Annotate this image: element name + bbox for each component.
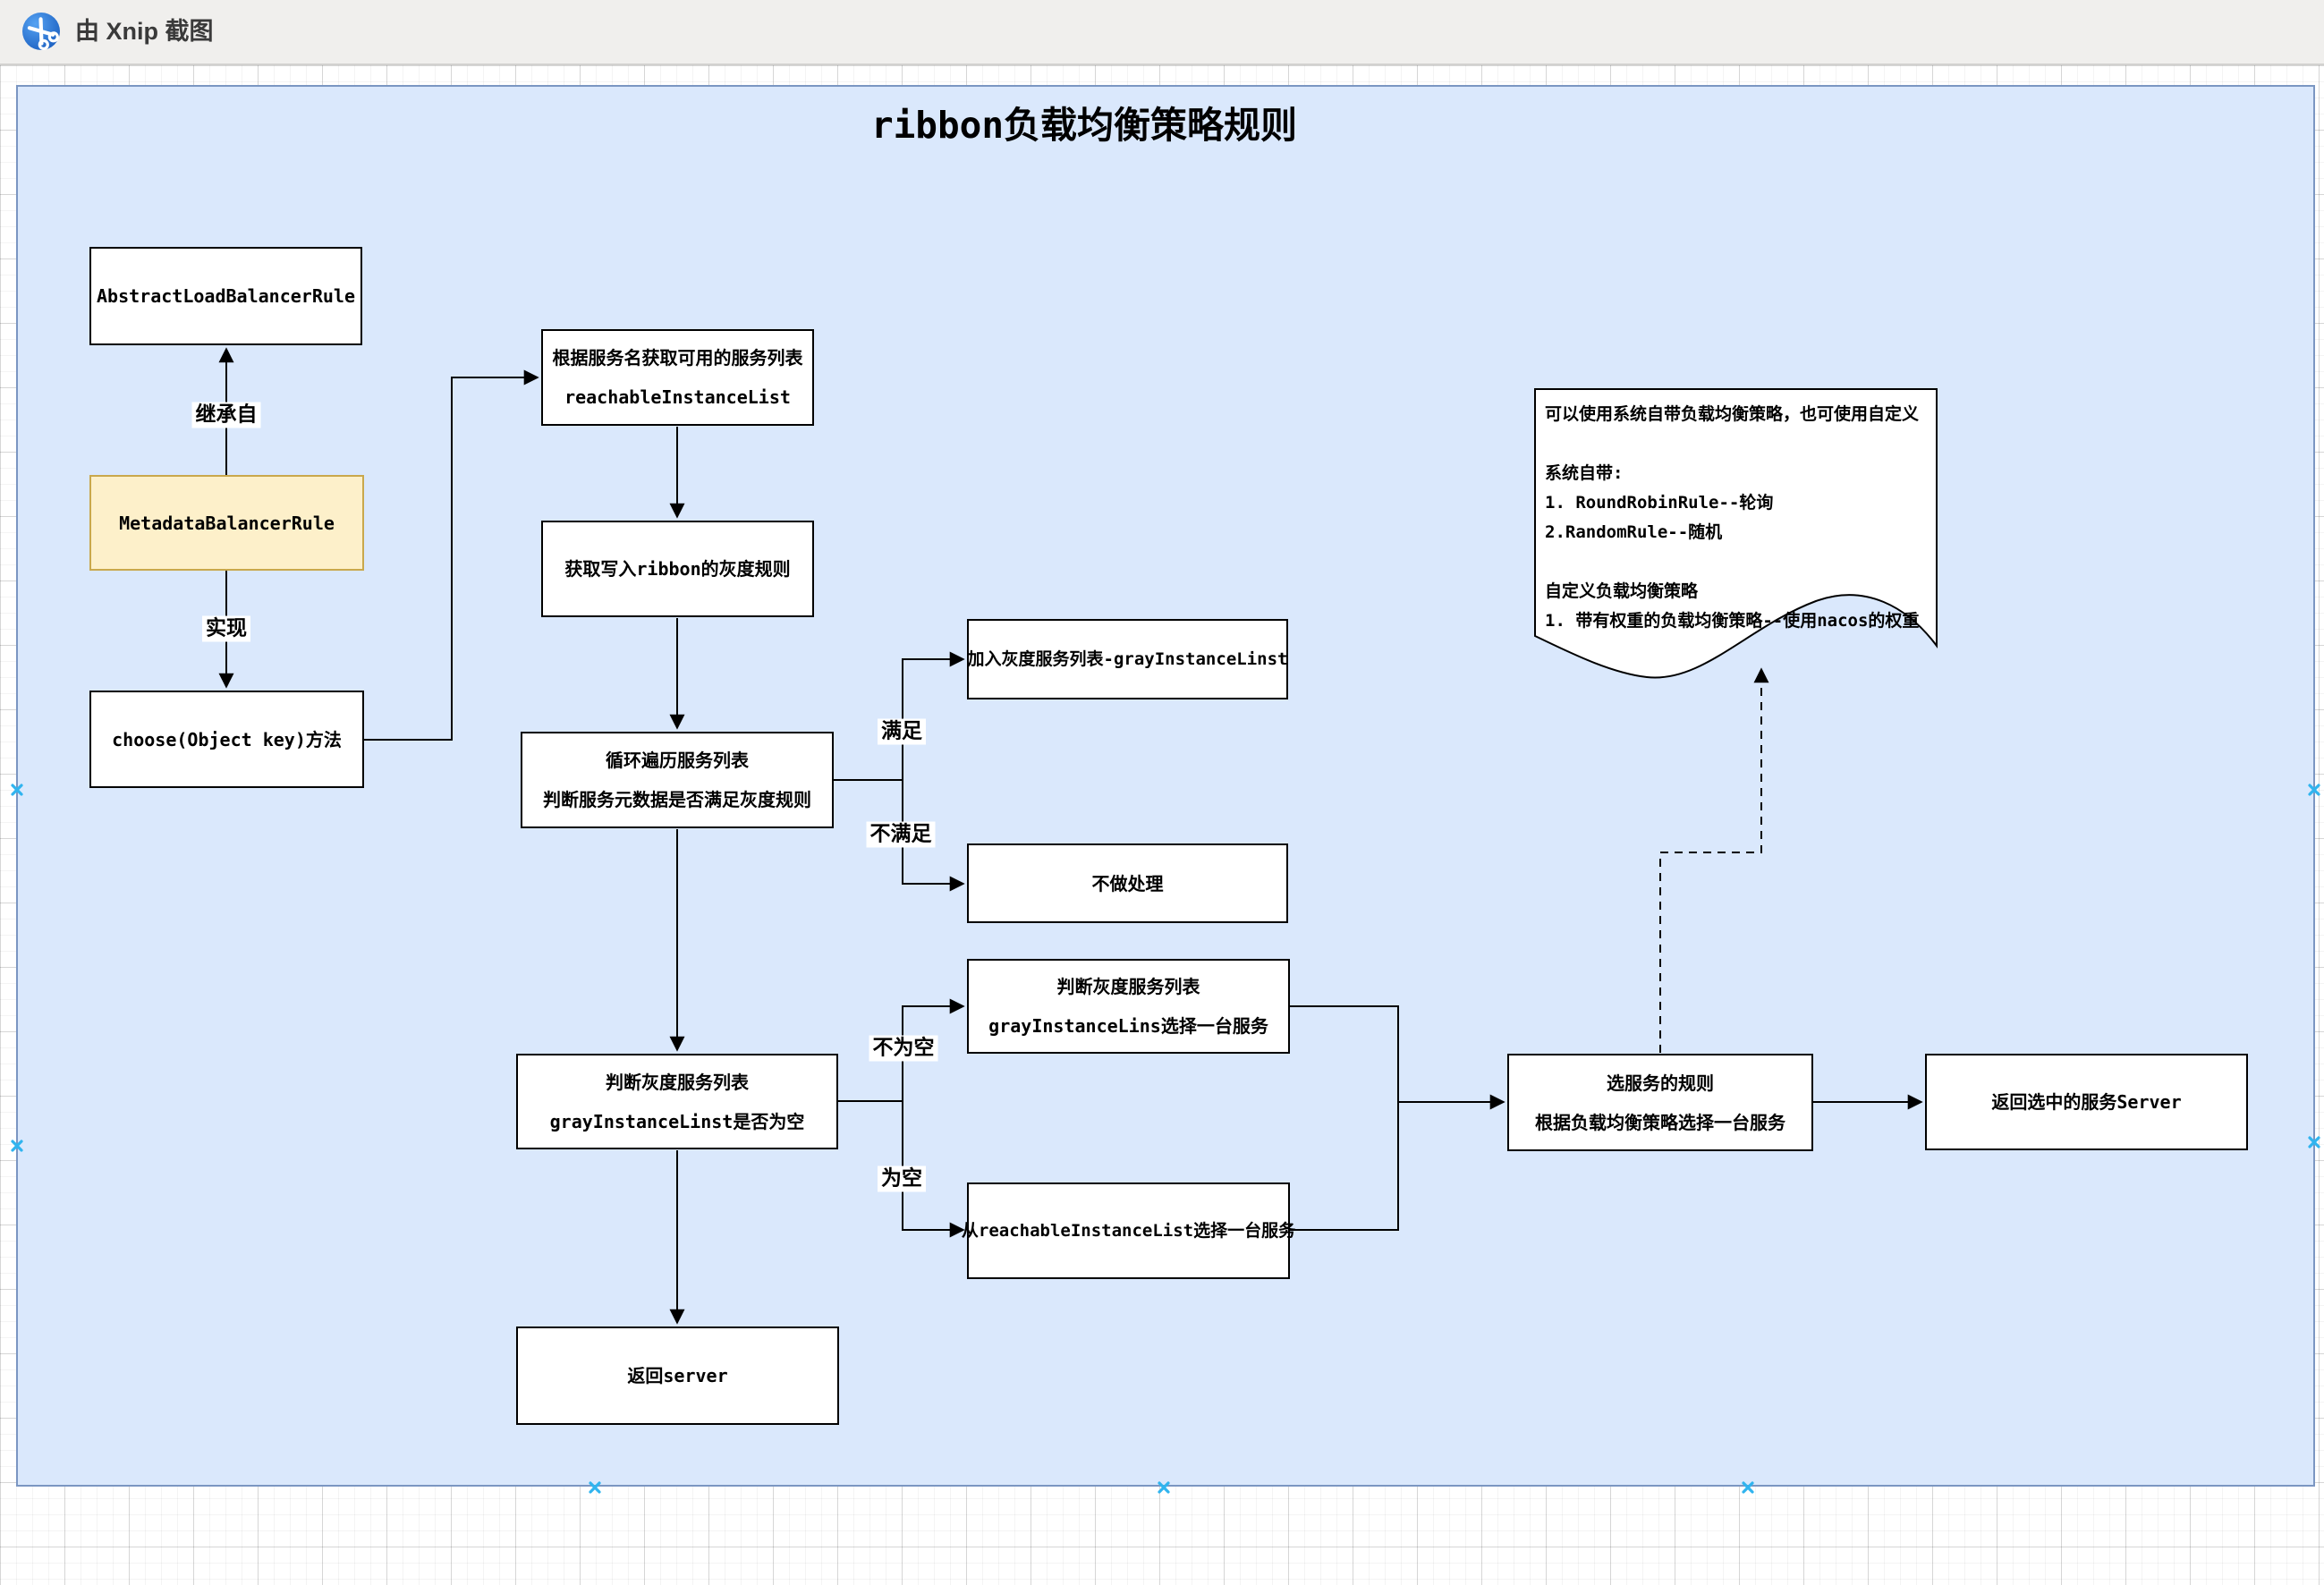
node-label-line1: 判断灰度服务列表 xyxy=(606,1071,749,1093)
connection-handle-icon xyxy=(589,1481,601,1494)
node-label-line1: 根据服务名获取可用的服务列表 xyxy=(552,347,803,369)
connection-handle-icon xyxy=(2308,1136,2320,1148)
edge-label-not-empty[interactable]: 不为空 xyxy=(869,1035,938,1062)
node-label: MetadataBalancerRule xyxy=(119,512,335,534)
node-label: 获取写入ribbon的灰度规则 xyxy=(564,558,791,580)
note-line xyxy=(1545,429,1935,459)
node-label-line2: 判断服务元数据是否满足灰度规则 xyxy=(543,789,811,810)
node-label-line1: 判断灰度服务列表 xyxy=(1056,976,1200,997)
xnip-logo-icon xyxy=(22,13,60,51)
node-get-gray-rule[interactable]: 获取写入ribbon的灰度规则 xyxy=(541,521,814,617)
connection-handle-icon xyxy=(11,784,23,796)
edge-label-satisfy[interactable]: 满足 xyxy=(878,718,926,745)
node-label: choose(Object key)方法 xyxy=(112,728,342,750)
connection-handle-icon xyxy=(11,1140,23,1152)
node-pick-from-gray-list[interactable]: 判断灰度服务列表 grayInstanceLins选择一台服务 xyxy=(967,959,1290,1054)
node-label-line2: 根据负载均衡策略选择一台服务 xyxy=(1535,1111,1785,1133)
note-line xyxy=(1545,547,1935,577)
node-label: 返回server xyxy=(627,1365,728,1386)
node-return-server[interactable]: 返回server xyxy=(516,1326,839,1425)
node-label-line2: reachableInstanceList xyxy=(564,386,791,408)
edge-label-implement[interactable]: 实现 xyxy=(202,615,250,642)
note-line: 1. 带有权重的负载均衡策略--使用nacos的权重 xyxy=(1545,611,1920,631)
note-text-block[interactable]: 可以使用系统自带负载均衡策略，也可使用自定义 系统自带: 1. RoundRob… xyxy=(1545,400,1935,636)
note-line: 自定义负载均衡策略 xyxy=(1545,581,1699,601)
node-label-line2: grayInstanceLinst是否为空 xyxy=(549,1110,805,1132)
connection-handle-icon xyxy=(1742,1481,1754,1494)
note-line: 1. RoundRobinRule--轮询 xyxy=(1545,493,1774,513)
node-label: 返回选中的服务Server xyxy=(1991,1091,2182,1113)
node-label: 从reachableInstanceList选择一台服务 xyxy=(961,1221,1296,1241)
note-line: 可以使用系统自带负载均衡策略，也可使用自定义 xyxy=(1545,404,1920,424)
note-line: 系统自带: xyxy=(1545,463,1624,483)
edge-label-empty[interactable]: 为空 xyxy=(878,1165,926,1192)
node-pick-from-reachable-list[interactable]: 从reachableInstanceList选择一台服务 xyxy=(962,1182,1295,1279)
node-add-to-gray-list[interactable]: 加入灰度服务列表-grayInstanceLinst xyxy=(967,619,1288,699)
node-no-action[interactable]: 不做处理 xyxy=(967,843,1288,923)
connection-handle-icon xyxy=(2308,784,2320,796)
diagram-title[interactable]: ribbon负载均衡策略规则 xyxy=(870,104,1298,147)
connection-handle-icon xyxy=(1158,1481,1170,1494)
node-label-line1: 选服务的规则 xyxy=(1607,1072,1714,1094)
node-metadata-balancer-rule[interactable]: MetadataBalancerRule xyxy=(89,475,364,571)
node-abstract-load-balancer-rule[interactable]: AbstractLoadBalancerRule xyxy=(89,247,362,345)
node-label-line1: 循环遍历服务列表 xyxy=(606,750,749,771)
edge-label-not-satisfy[interactable]: 不满足 xyxy=(866,821,936,848)
node-choose-method[interactable]: choose(Object key)方法 xyxy=(89,691,364,788)
node-select-rule[interactable]: 选服务的规则 根据负载均衡策略选择一台服务 xyxy=(1507,1054,1813,1151)
edge-label-inherit[interactable]: 继承自 xyxy=(191,402,261,428)
xnip-titlebar: 由 Xnip 截图 xyxy=(0,0,2324,65)
node-label: 加入灰度服务列表-grayInstanceLinst xyxy=(967,649,1288,669)
node-label: 不做处理 xyxy=(1091,872,1164,894)
node-label: AbstractLoadBalancerRule xyxy=(97,285,355,307)
xnip-caption: 由 Xnip 截图 xyxy=(75,18,214,45)
node-loop-check-metadata[interactable]: 循环遍历服务列表 判断服务元数据是否满足灰度规则 xyxy=(521,732,834,828)
note-line: 2.RandomRule--随机 xyxy=(1545,522,1723,542)
node-get-reachable-instance-list[interactable]: 根据服务名获取可用的服务列表 reachableInstanceList xyxy=(541,329,814,426)
node-label-line2: grayInstanceLins选择一台服务 xyxy=(988,1015,1268,1037)
node-return-selected-server[interactable]: 返回选中的服务Server xyxy=(1925,1054,2248,1150)
node-gray-list-empty-check[interactable]: 判断灰度服务列表 grayInstanceLinst是否为空 xyxy=(516,1054,838,1149)
